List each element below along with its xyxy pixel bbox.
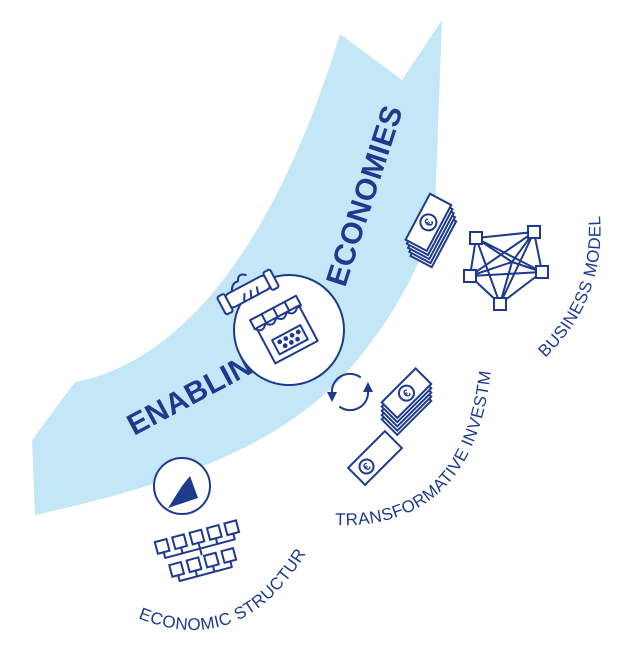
euro-banknotes-icon: €: [380, 366, 433, 437]
org-chart-icon: [153, 519, 241, 583]
curved-arrow: [32, 20, 442, 515]
cycle-arrows-icon: [327, 372, 373, 412]
market-stall-icon: [233, 274, 345, 386]
euro-banknote-icon: €: [346, 429, 404, 487]
network-icon: [463, 225, 549, 311]
euro-banknotes-icon: €: [404, 192, 458, 269]
handshake-icon: [216, 268, 280, 316]
pie-chart-icon: [153, 457, 211, 515]
